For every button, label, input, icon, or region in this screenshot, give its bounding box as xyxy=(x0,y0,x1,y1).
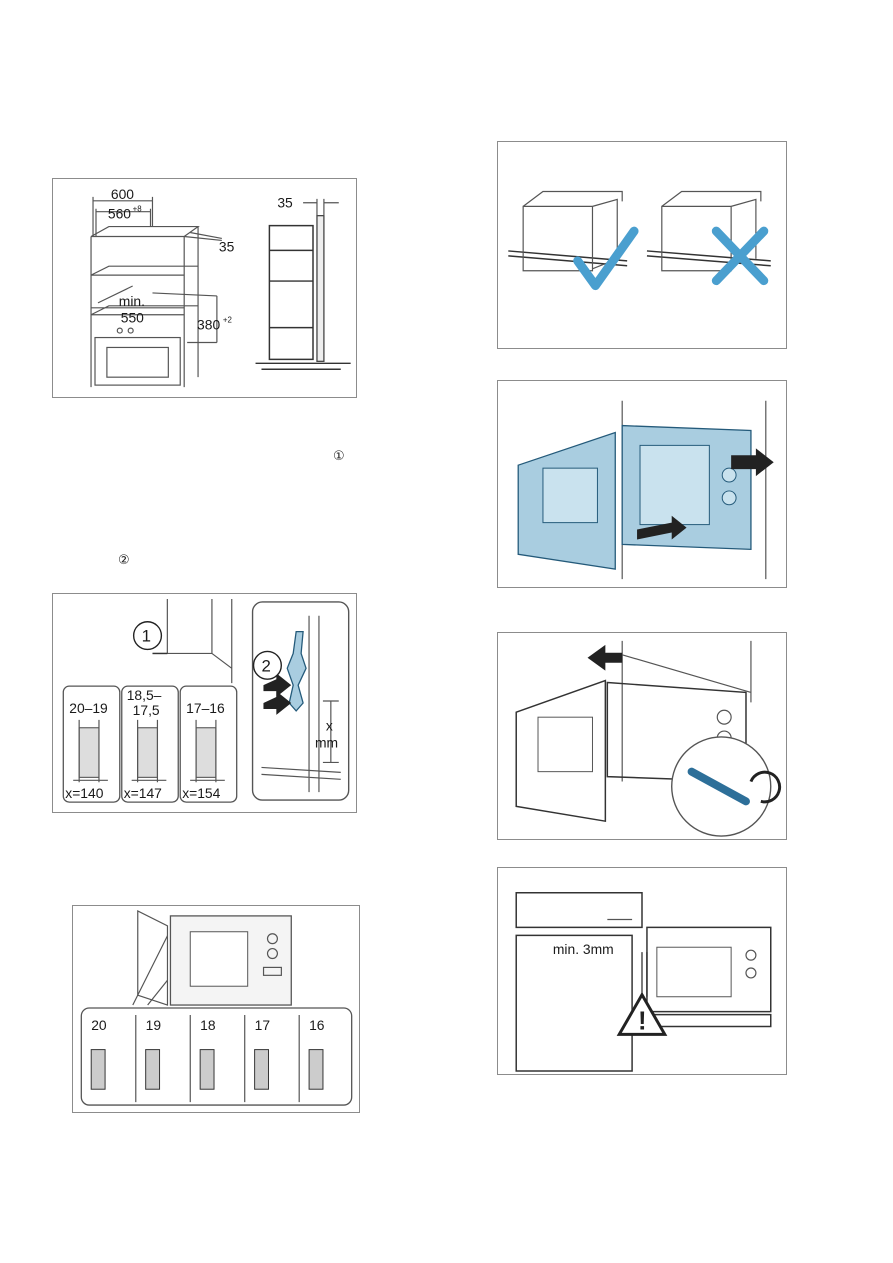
warning-icon xyxy=(616,991,668,1036)
x-label: x xyxy=(326,718,333,734)
figure-shim-distances: 1 2 x mm 20–19 18,5– 17,5 17–16 x=140 x=… xyxy=(52,593,357,813)
check-icon xyxy=(573,226,639,291)
min-gap-label: min. 3mm xyxy=(553,941,614,957)
dim-380-tolerance: +2 xyxy=(223,316,232,325)
dim-380: 380 xyxy=(197,317,220,333)
arrow-icon xyxy=(263,673,292,698)
callout-2-circle xyxy=(252,650,282,680)
callout-1: 1 xyxy=(142,627,151,646)
x-value-1: x=140 xyxy=(65,785,103,801)
hinge-panels xyxy=(90,1049,324,1090)
screwdriver xyxy=(687,767,750,806)
side-dim-35: 35 xyxy=(277,195,293,211)
hinge-width-4: 17 xyxy=(255,1017,271,1033)
hinge-width-1: 20 xyxy=(91,1017,107,1033)
insert-appliance-drawing xyxy=(517,400,774,580)
minimum-gap-drawing: min. 3mm ! xyxy=(515,892,772,1072)
mm-label: mm xyxy=(315,735,338,751)
figure-insert-appliance xyxy=(497,380,787,588)
callout-1-circle xyxy=(132,621,163,651)
dim-560: 560 xyxy=(108,206,131,222)
range-3: 17–16 xyxy=(186,700,225,716)
x-value-3: x=154 xyxy=(182,785,220,801)
niche-dimension-drawing: 600 560 +8 35 min. 550 380 +2 35 xyxy=(90,186,351,388)
screw-fastening-drawing xyxy=(515,640,782,837)
figure-minimum-gap: min. 3mm ! xyxy=(497,867,787,1075)
hinge-width-3: 18 xyxy=(200,1017,216,1033)
dim-min-label: min. xyxy=(119,293,145,309)
install-check-drawing xyxy=(508,190,771,291)
shim-drawing: 1 2 x mm 20–19 18,5– 17,5 17–16 x=140 x=… xyxy=(62,598,350,803)
dim-600: 600 xyxy=(111,186,134,202)
step-marker-1: ① xyxy=(333,449,345,464)
dim-560-tolerance: +8 xyxy=(133,205,143,214)
step-marker-2: ② xyxy=(118,553,130,568)
hinge-drawing: 20 19 18 17 16 xyxy=(80,909,353,1106)
rotate-icon xyxy=(749,770,782,804)
dim-35: 35 xyxy=(219,238,235,254)
callout-2: 2 xyxy=(261,656,270,675)
cross-icon xyxy=(711,226,769,286)
range-2a: 18,5– xyxy=(127,687,162,703)
arrow-icon xyxy=(587,644,623,671)
range-2b: 17,5 xyxy=(133,702,160,718)
range-1: 20–19 xyxy=(69,700,108,716)
figure-correct-incorrect xyxy=(497,141,787,349)
hinge-width-5: 16 xyxy=(309,1017,325,1033)
figure-screw-fastening xyxy=(497,632,787,840)
hinge-width-2: 19 xyxy=(146,1017,162,1033)
x-value-2: x=147 xyxy=(124,785,162,801)
shim-part xyxy=(286,631,307,712)
dim-550: 550 xyxy=(121,310,144,326)
figure-hinge-widths: 20 19 18 17 16 xyxy=(72,905,360,1113)
svg-text:!: ! xyxy=(638,1007,647,1035)
figure-niche-dimensions: 600 560 +8 35 min. 550 380 +2 35 xyxy=(52,178,357,398)
